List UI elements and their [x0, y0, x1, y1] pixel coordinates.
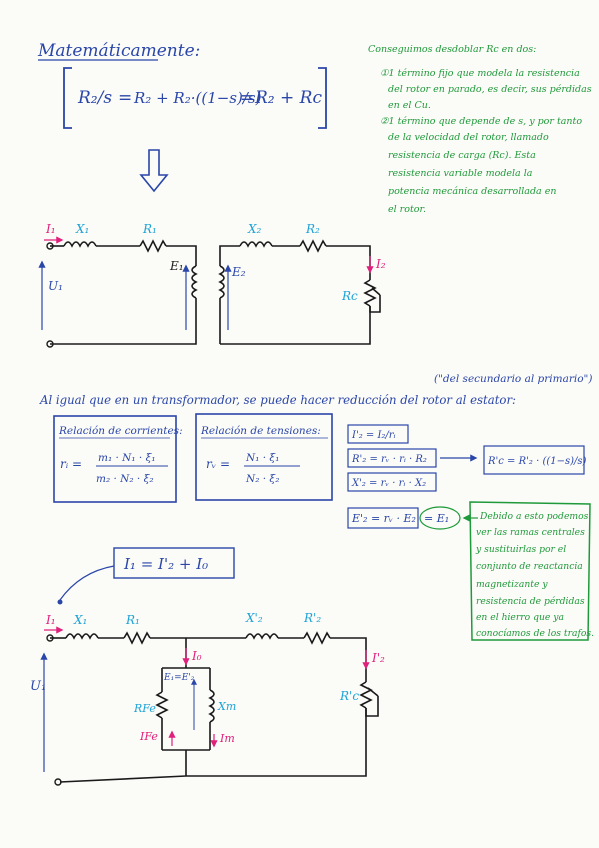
- c2-label-i2p: I'₂: [371, 651, 385, 665]
- box-voltages-lhs: rᵥ =: [206, 457, 230, 471]
- green-box-line3: y sustituirlas por el: [475, 544, 566, 555]
- terminal-bottom-left: [46, 340, 54, 348]
- circuit-1: I₁ X₁ R₁ U₁ E₁ E₂ X₂ R₂ I₂ Rc: [38, 222, 386, 348]
- box-current-ratio: Relación de corrientes: rᵢ = m₁ · N₁ · ξ…: [53, 415, 183, 503]
- eq-x2-prime: X'₂ = rᵥ · rᵢ · X₂: [351, 478, 426, 489]
- box-voltages-den: N₂ · ξ₂: [245, 473, 279, 485]
- green-note-item2-line6: el rotor.: [388, 204, 426, 215]
- secondary-coil-icon: [218, 265, 225, 299]
- green-note-item1-line1: ①1 término fijo que modela la resistenci…: [380, 68, 580, 79]
- inductor-x1-icon: [63, 241, 97, 248]
- eq-e2-prime: E'₂ = rᵥ · E₂: [351, 512, 416, 525]
- green-note: Conseguimos desdoblar Rc en dos: ①1 térm…: [368, 44, 592, 215]
- main-formula: R₂/s = R₂ + R₂·((1−s)/s) = R₂ + Rc: [63, 67, 327, 129]
- label-i1: I₁: [45, 222, 56, 236]
- c2-label-x1: X₁: [73, 613, 87, 627]
- c2-label-i0: I₀: [191, 649, 202, 663]
- resistor-rfe-icon: [155, 691, 169, 719]
- label-e1: E₁: [169, 259, 184, 273]
- terminal2-top-left: [46, 634, 54, 642]
- c2-label-r2p: R'₂: [303, 611, 321, 625]
- label-r2: R₂: [305, 222, 320, 236]
- resistor-r2-icon: [299, 239, 327, 253]
- current-equation: I₁ = I'₂ + I₀: [57, 547, 235, 605]
- circuit-2: I₁ X₁ R₁ X'₂ R'₂ I₀ I'₂ U₁ E₁=E'₂ RFe Xm…: [30, 611, 385, 786]
- green-box-line5: magnetizante y: [476, 579, 548, 590]
- label-x2: X₂: [247, 222, 262, 236]
- resistor-rcp-icon: [359, 681, 373, 709]
- inductor-xm-icon: [208, 689, 215, 723]
- green-note-item1-line3: en el Cu.: [388, 100, 431, 111]
- referred-equations: I'₂ = I₂/rᵢ R'₂ = rᵥ · rᵢ · R₂ X'₂ = rᵥ …: [347, 424, 587, 530]
- c2-label-rfe: RFe: [133, 702, 156, 715]
- green-box-line1: Debido a esto podemos: [479, 511, 589, 522]
- box-currents-lhs: rᵢ =: [60, 457, 82, 471]
- green-note-item2-line1: ②1 término que depende de s, y por tanto: [380, 116, 582, 127]
- c2-label-ife: IFe: [139, 730, 158, 743]
- c2-label-u1: U₁: [30, 679, 46, 694]
- c2-label-e: E₁=E'₂: [163, 673, 195, 683]
- box-voltages-num: N₁ · ξ₁: [245, 452, 279, 464]
- green-note-box: Debido a esto podemos ver las ramas cent…: [469, 501, 594, 641]
- green-note-item2-line4: resistencia variable modela la: [388, 168, 533, 179]
- eq-e1: = E₁: [424, 512, 449, 525]
- formula-equals-1: =: [118, 88, 132, 108]
- c2-label-im: Im: [219, 732, 235, 745]
- green-box-line4: conjunto de reactancia: [476, 561, 583, 572]
- green-box-line7: en el hierro que ya: [476, 612, 564, 623]
- label-r1: R₁: [142, 222, 157, 236]
- resistor-rc-icon: [363, 279, 377, 307]
- box-currents-title: Relación de corrientes:: [58, 425, 183, 437]
- heading: Matemáticamente:: [37, 41, 200, 61]
- label-x1: X₁: [75, 222, 89, 236]
- box-voltages-title: Relación de tensiones:: [200, 425, 321, 437]
- resistor-r2p-icon: [303, 631, 331, 645]
- green-box-line6: resistencia de pérdidas: [476, 596, 585, 607]
- eq-rc-prime: R'c = R'₂ · ((1−s)/s): [487, 456, 587, 467]
- formula-equals-2: =: [240, 88, 254, 108]
- green-note-item2-line2: de la velocidad del rotor, llamado: [388, 132, 549, 143]
- formula-term-expanded: R₂ + R₂·((1−s)/s): [133, 89, 262, 107]
- box-currents-den: m₂ · N₂ · ξ₂: [96, 473, 154, 485]
- current-eq-text: I₁ = I'₂ + I₀: [123, 555, 208, 573]
- c2-label-r1: R₁: [125, 613, 140, 627]
- green-note-item1-line2: del rotor en parado, es decir, sus pérdi…: [388, 84, 592, 95]
- down-arrow-icon: [139, 149, 169, 193]
- green-box-line2: ver las ramas centrales: [476, 527, 585, 538]
- label-i2: I₂: [375, 257, 386, 271]
- c2-label-rcp: R'c: [339, 689, 359, 703]
- eq-i2-prime: I'₂ = I₂/rᵢ: [351, 430, 396, 441]
- resistor-r1-icon: [139, 239, 167, 253]
- resistor-r1-2-icon: [123, 631, 151, 645]
- c2-label-xm: Xm: [217, 700, 236, 713]
- eq-r2-prime: R'₂ = rᵥ · rᵢ · R₂: [351, 454, 427, 465]
- green-box-line8: conocíamos de los trafos.: [476, 628, 594, 639]
- primary-coil-icon: [191, 265, 198, 299]
- inductor-x2-icon: [239, 241, 273, 248]
- inductor-x1-2-icon: [65, 633, 99, 640]
- label-e2: E₂: [231, 265, 246, 279]
- green-note-item2-line5: potencia mecánica desarrollada en: [388, 186, 556, 197]
- box-voltage-ratio: Relación de tensiones: rᵥ = N₁ · ξ₁ N₂ ·…: [195, 413, 333, 501]
- inductor-x2p-icon: [245, 633, 279, 640]
- c2-label-i1: I₁: [45, 613, 56, 627]
- box-currents-num: m₁ · N₁ · ξ₁: [98, 452, 156, 464]
- formula-term-r2-over-s: R₂/s: [77, 88, 112, 108]
- terminal2-bottom-left: [54, 778, 62, 786]
- label-rc: Rc: [341, 289, 358, 303]
- label-u1: U₁: [48, 279, 63, 293]
- green-note-title: Conseguimos desdoblar Rc en dos:: [368, 44, 536, 55]
- formula-term-simplified: R₂ + Rc: [254, 88, 322, 108]
- c2-label-x2p: X'₂: [245, 611, 263, 625]
- green-note-item2-line3: resistencia de carga (Rc). Esta: [388, 150, 536, 161]
- terminal-top-left: [46, 242, 54, 250]
- section2-quote: ("del secundario al primario"): [434, 373, 592, 385]
- section2-title: Al igual que en un transformador, se pue…: [39, 393, 516, 407]
